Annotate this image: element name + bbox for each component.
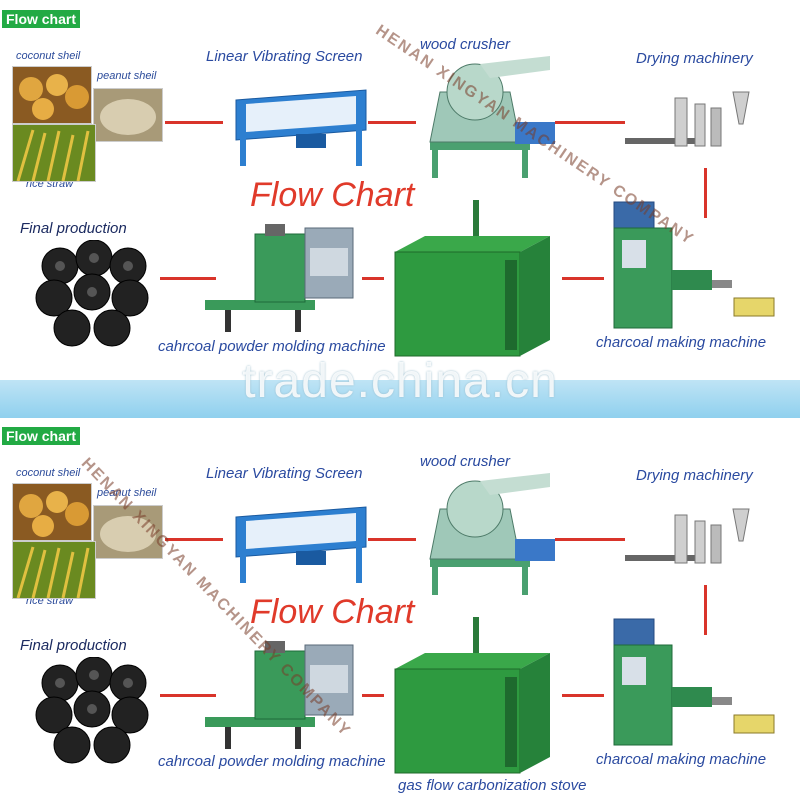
- charcoal-powder-molding-machine: [205, 641, 354, 749]
- flow-arrow: [555, 121, 625, 124]
- flow-arrow: [704, 585, 707, 635]
- drying-machinery: [625, 508, 750, 564]
- carbonization-stove-label: gas flow carbonization stove: [398, 777, 587, 794]
- trade-banner: [0, 380, 800, 418]
- linear-vibrating-screen-machine: [235, 506, 367, 583]
- flow-arrow: [362, 694, 384, 697]
- coconut-shell-photo: [12, 66, 92, 124]
- flow-arrow: [160, 694, 216, 697]
- wood-crusher-machine: [429, 473, 555, 595]
- flow-chart-title: Flow Chart: [250, 176, 415, 214]
- molding-machine-label: cahrcoal powder molding machine: [158, 753, 386, 770]
- drying-machinery-label: Drying machinery: [636, 50, 753, 67]
- flow-arrow: [562, 694, 604, 697]
- wood-crusher-label: wood crusher: [420, 453, 511, 470]
- charcoal-briquettes-photo: [35, 240, 149, 347]
- flow-chart-title: Flow Chart: [250, 593, 415, 631]
- linear-vibrating-screen-machine: [235, 89, 367, 166]
- flow-arrow: [368, 538, 416, 541]
- coconut-shell-photo: [12, 483, 92, 541]
- flow-arrow: [555, 538, 625, 541]
- coconut-shell-label: coconut sheil: [16, 50, 81, 62]
- flow-panel-1: Flow chart coconut sheil peanut sheil ri…: [0, 8, 800, 378]
- flow-arrow: [160, 277, 216, 280]
- carbonization-stove: [394, 200, 550, 357]
- wood-crusher-machine: [429, 56, 555, 178]
- charcoal-powder-molding-machine: [205, 224, 354, 332]
- peanut-shell-photo: [93, 88, 163, 142]
- flow-chart-tag: Flow chart: [2, 10, 81, 28]
- coconut-shell-label: coconut sheil: [16, 467, 81, 479]
- charcoal-making-machine: [613, 201, 775, 329]
- trade-watermark-text: trade.china.cn: [242, 355, 558, 408]
- drying-machinery-label: Drying machinery: [636, 467, 753, 484]
- flow-arrow: [562, 277, 604, 280]
- linear-vibrating-screen-label: Linear Vibrating Screen: [206, 465, 363, 482]
- carbonization-stove: [394, 617, 550, 774]
- flow-arrow: [165, 538, 223, 541]
- charcoal-briquettes-photo: [35, 657, 149, 764]
- charcoal-making-machine: [613, 618, 775, 746]
- flow-arrow: [704, 168, 707, 218]
- rice-straw-photo: [12, 541, 96, 599]
- rice-straw-photo: [12, 124, 96, 182]
- flow-chart-tag: Flow chart: [2, 427, 81, 445]
- drying-machinery: [625, 91, 750, 147]
- molding-machine-label: cahrcoal powder molding machine: [158, 338, 386, 355]
- peanut-shell-label: peanut sheil: [97, 487, 157, 499]
- charcoal-making-machine-label: charcoal making machine: [596, 751, 767, 768]
- flow-arrow: [165, 121, 223, 124]
- final-production-label: Final production: [20, 220, 127, 237]
- peanut-shell-photo: [93, 505, 163, 559]
- flow-panel-2: Flow chart coconut sheil peanut sheil ri…: [0, 425, 800, 795]
- wood-crusher-label: wood crusher: [420, 36, 511, 53]
- flow-arrow: [368, 121, 416, 124]
- flow-arrow: [362, 277, 384, 280]
- peanut-shell-label: peanut sheil: [97, 70, 157, 82]
- final-production-label: Final production: [20, 637, 127, 654]
- linear-vibrating-screen-label: Linear Vibrating Screen: [206, 48, 363, 65]
- charcoal-making-machine-label: charcoal making machine: [596, 334, 767, 351]
